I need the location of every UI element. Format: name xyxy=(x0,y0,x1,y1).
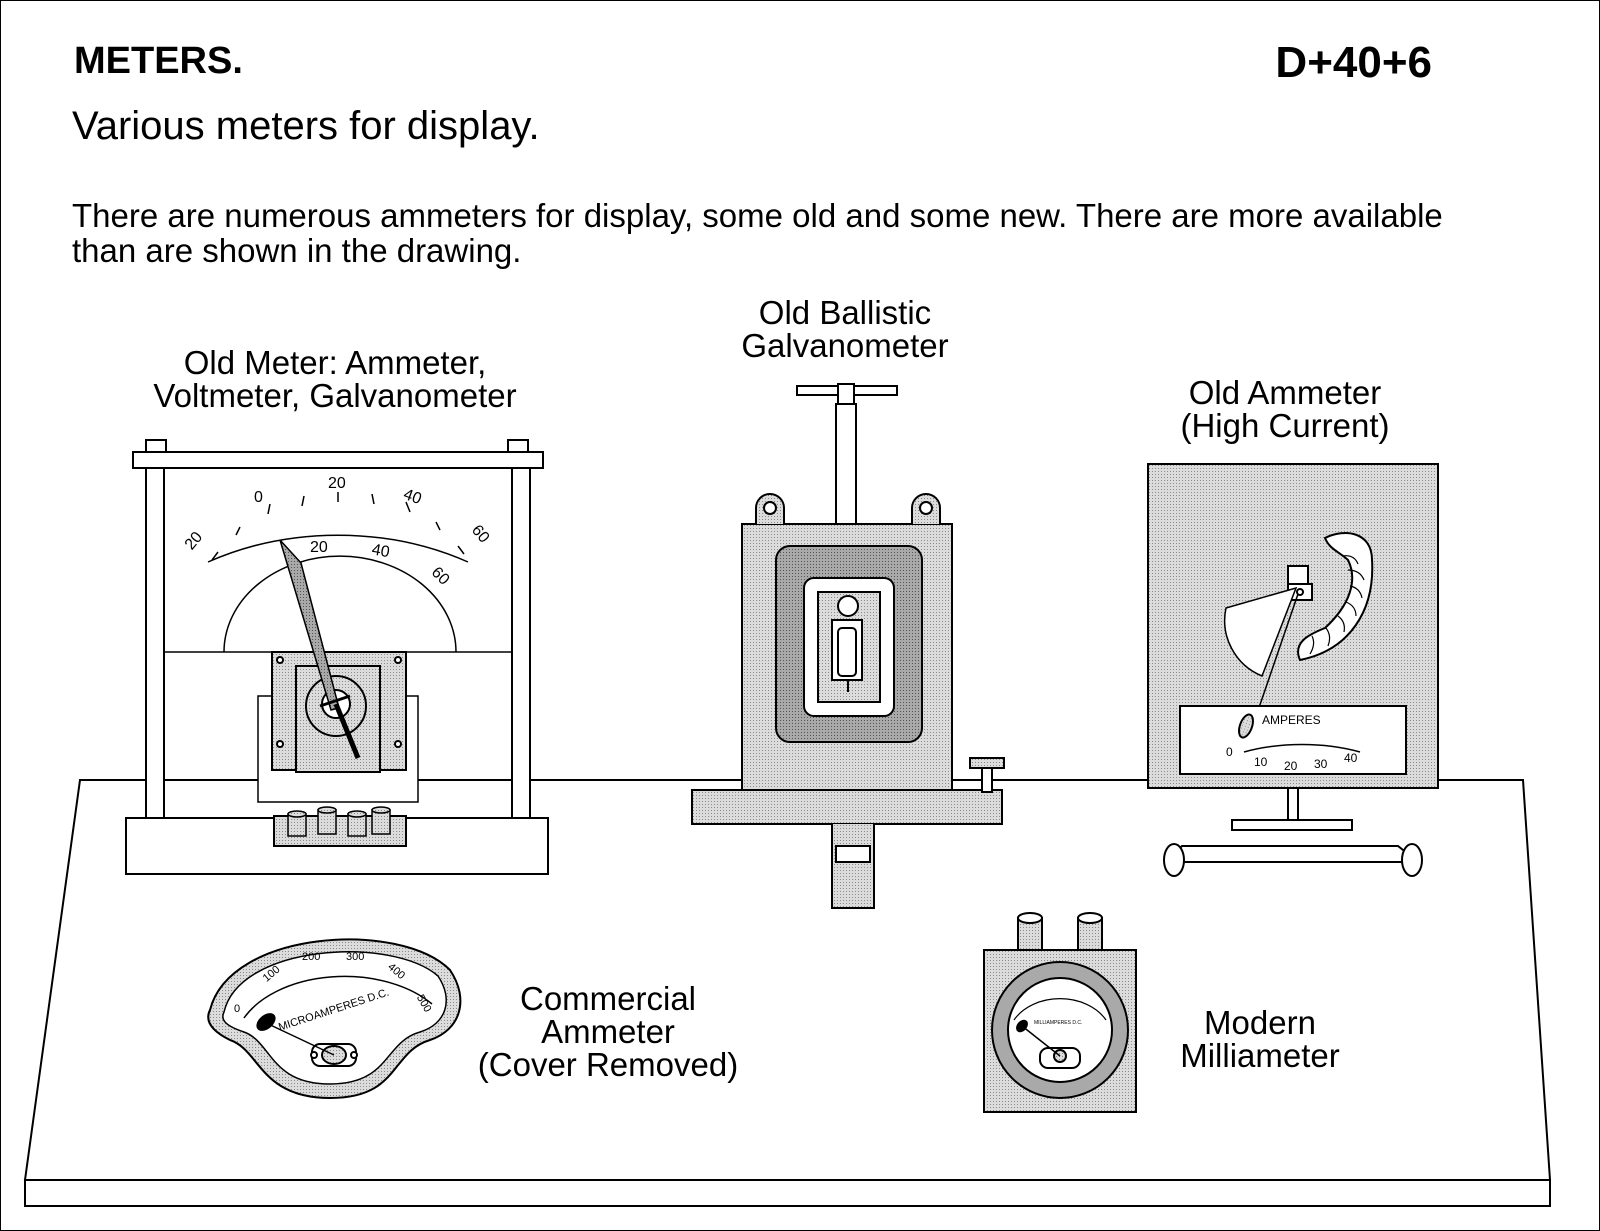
high-current-tick: 40 xyxy=(1344,751,1358,765)
high-current-unit: AMPERES xyxy=(1262,713,1321,727)
commercial-ammeter-label: Commercial Ammeter (Cover Removed) xyxy=(477,980,739,1083)
high-current-tick: 10 xyxy=(1254,755,1268,769)
old-meter-outer-tick: 0 xyxy=(254,489,263,506)
high-current-tick: 0 xyxy=(1226,745,1233,759)
high-current-ammeter-illustration xyxy=(1147,463,1439,877)
modern-milliameter-illustration xyxy=(983,912,1137,1113)
old-meter-inner-tick: 40 xyxy=(370,541,391,561)
high-current-ammeter-label: Old Ammeter (High Current) xyxy=(1180,374,1390,444)
high-current-scale-labels: AMPERES 0 10 20 30 40 xyxy=(1226,713,1358,773)
old-meter-inner-tick: 20 xyxy=(310,539,328,556)
old-meter-label: Old Meter: Ammeter, Voltmeter, Galvanome… xyxy=(153,344,517,414)
high-current-tick: 30 xyxy=(1314,757,1328,771)
page-title: METERS. xyxy=(74,40,243,82)
old-meter-outer-tick: 20 xyxy=(328,475,346,492)
modern-unit: MILLIAMPERES D.C. xyxy=(1034,1020,1082,1026)
old-meter-outer-tick: 40 xyxy=(401,486,424,508)
display-table xyxy=(23,779,1552,1207)
old-meter-illustration xyxy=(125,439,549,875)
page-subtitle: Various meters for display. xyxy=(72,104,540,148)
page-description: There are numerous ammeters for display,… xyxy=(72,197,1443,269)
ballistic-galvanometer-label: Old Ballistic Galvanometer xyxy=(741,294,949,364)
commercial-tick: 300 xyxy=(346,951,364,963)
commercial-ammeter-illustration xyxy=(207,938,462,1100)
ballistic-galvanometer-illustration xyxy=(691,383,1005,909)
high-current-tick: 20 xyxy=(1284,759,1298,773)
commercial-tick: 0 xyxy=(234,1003,240,1015)
commercial-tick: 200 xyxy=(302,951,320,963)
page-code: D+40+6 xyxy=(1275,38,1432,87)
modern-milliameter-label: Modern Milliameter xyxy=(1180,1004,1340,1074)
modern-scale-labels: MILLIAMPERES D.C. xyxy=(1034,1020,1082,1026)
